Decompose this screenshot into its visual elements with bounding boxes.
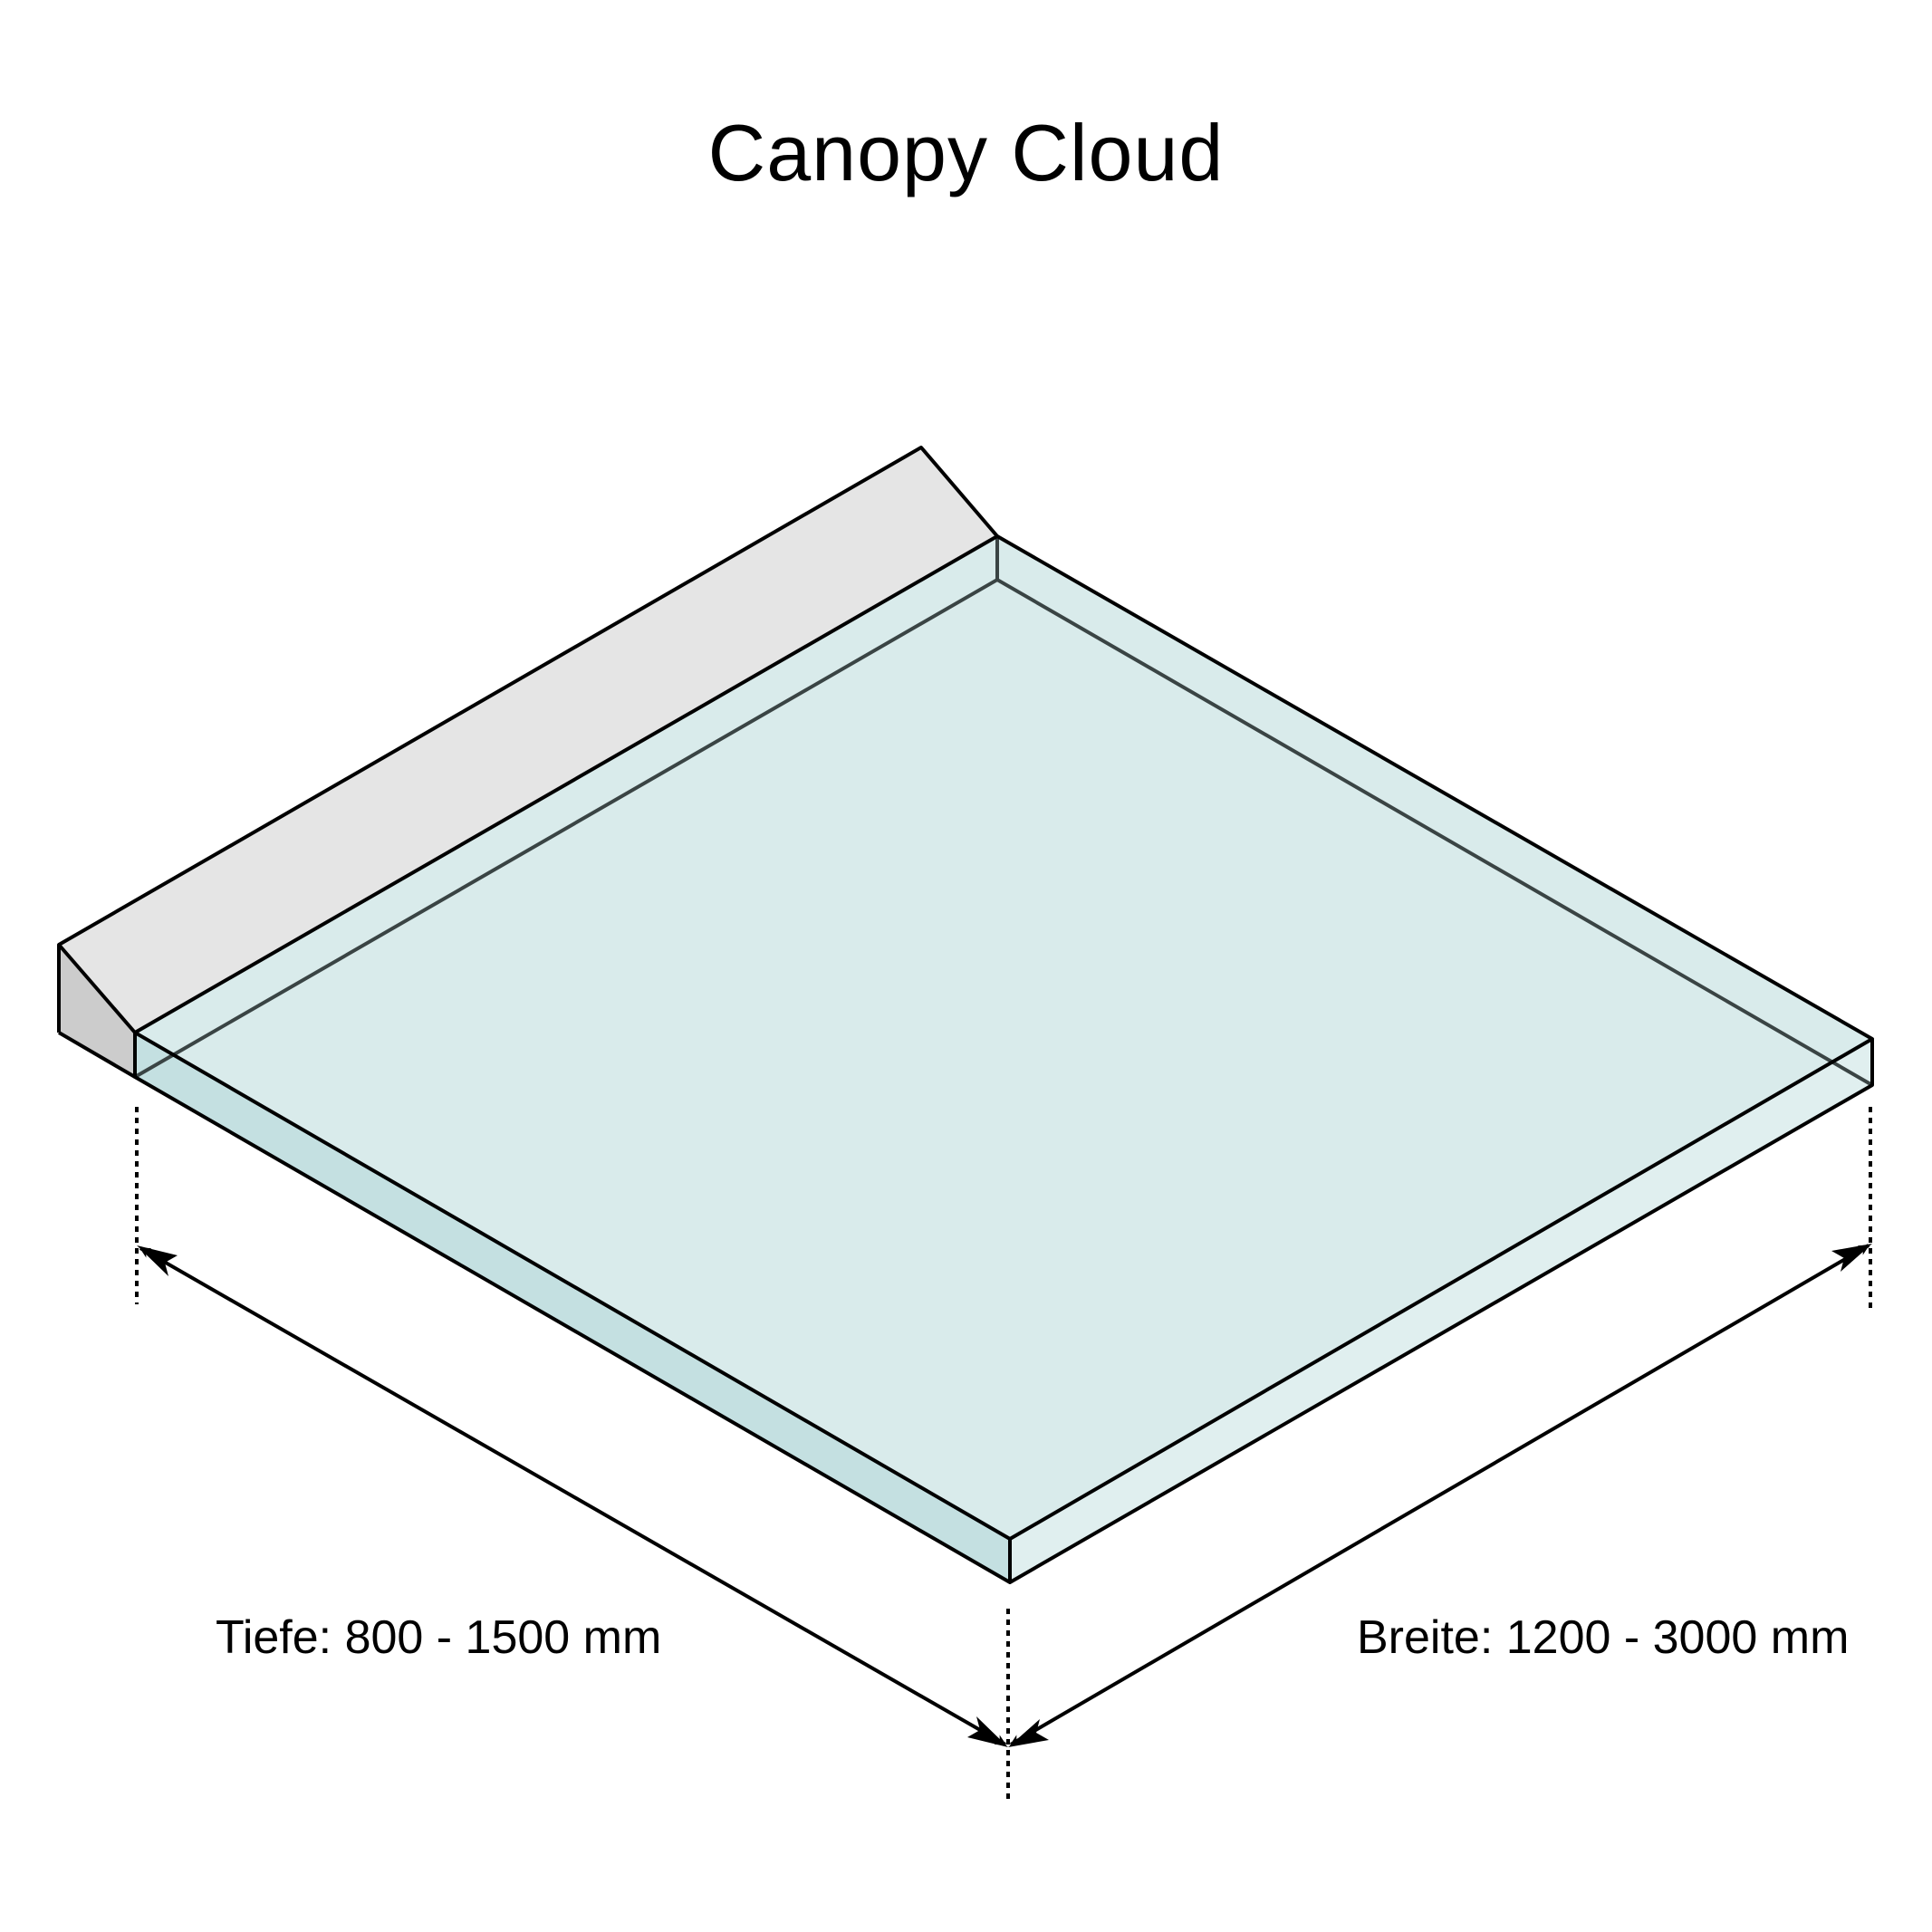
width-label: Breite: 1200 - 3000 mm <box>1357 1611 1850 1664</box>
depth-label: Tiefe: 800 - 1500 mm <box>216 1611 662 1664</box>
arrowhead-width-start <box>1008 1719 1049 1747</box>
extension-lines <box>135 1107 1872 1804</box>
depth-dimension-arrow <box>139 1246 1007 1746</box>
arrowhead-width-end <box>1831 1244 1872 1272</box>
arrowhead-depth-end <box>967 1716 1008 1747</box>
glass-panel <box>134 536 1874 1582</box>
arrowhead-depth-start <box>137 1245 178 1276</box>
diagram-title: Canopy Cloud <box>707 108 1225 197</box>
wall-bracket-end-face <box>59 945 135 1077</box>
width-dimension-arrow <box>1009 1244 1870 1746</box>
arrowheads <box>137 1244 1872 1747</box>
wall-bracket-top-face <box>59 447 997 1033</box>
glass-top-face <box>135 536 1872 1539</box>
